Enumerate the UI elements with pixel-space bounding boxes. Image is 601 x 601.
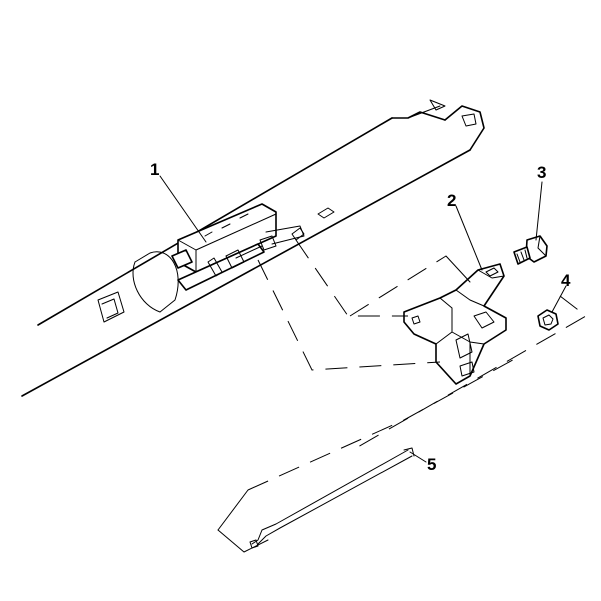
callout-3: 3 — [537, 163, 546, 182]
alignment-lines — [217, 239, 587, 553]
callout-leaders — [159, 175, 567, 463]
mounting-bracket — [403, 263, 507, 385]
callout-2: 2 — [447, 191, 456, 210]
callout-4: 4 — [561, 271, 571, 290]
nut — [537, 309, 559, 331]
wire-rod — [249, 447, 415, 549]
bolt — [513, 235, 548, 265]
callout-1: 1 — [150, 160, 159, 179]
callout-5: 5 — [427, 455, 436, 474]
switch-assembly — [171, 203, 305, 291]
steering-column-tube — [21, 99, 485, 397]
